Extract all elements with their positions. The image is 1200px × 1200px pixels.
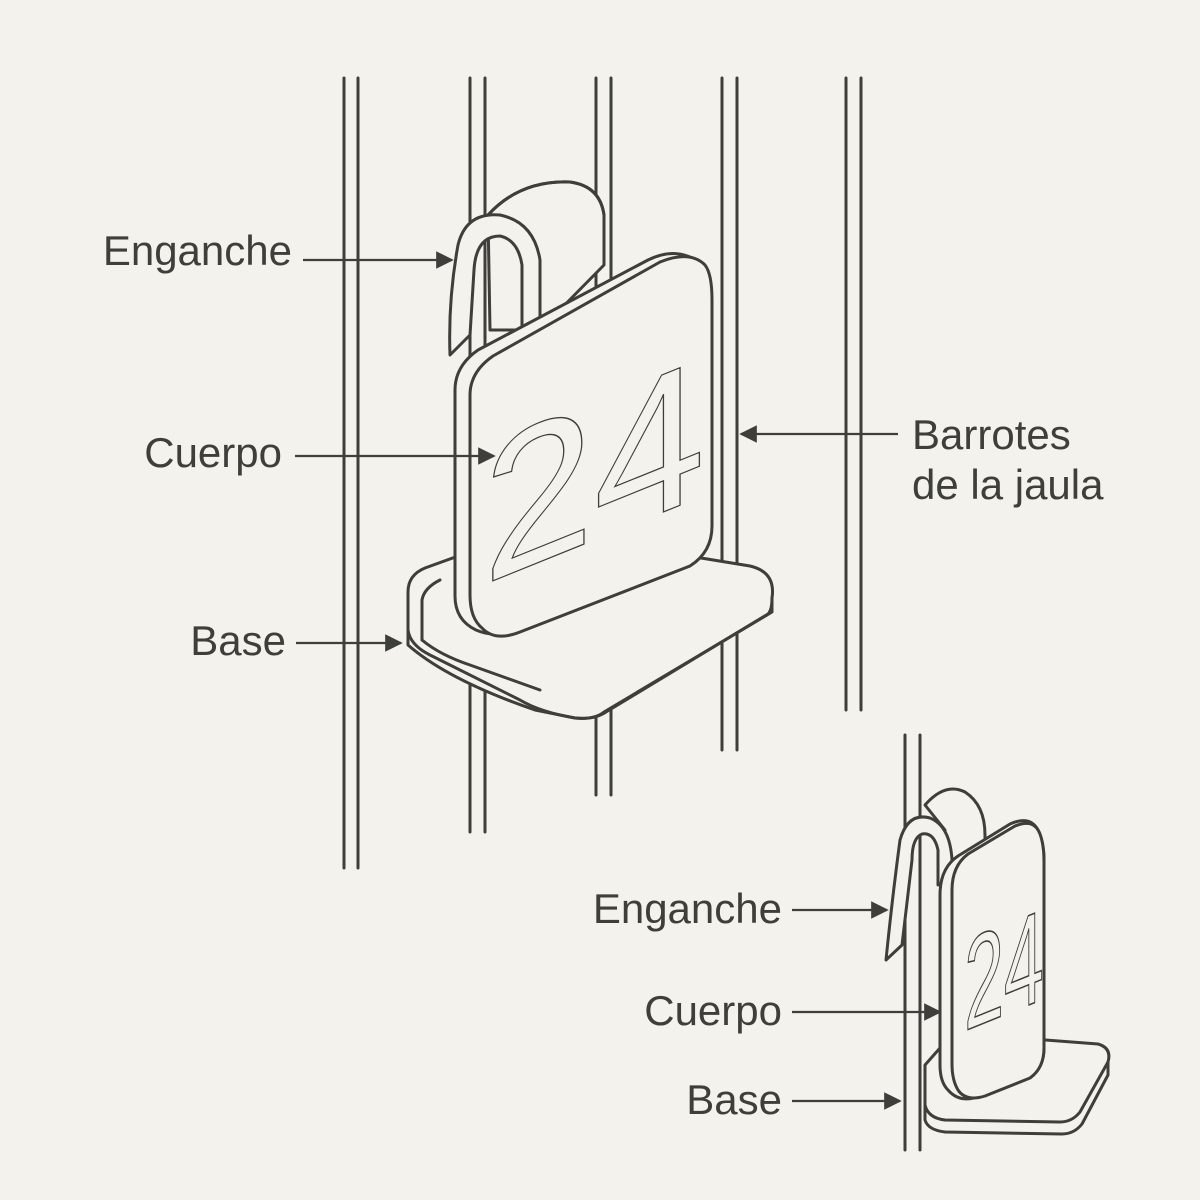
label-bars-line1: Barrotes bbox=[912, 411, 1071, 458]
side-body-plate bbox=[938, 819, 1046, 1101]
cage-bar bbox=[342, 76, 360, 870]
side-cage-bar bbox=[903, 733, 922, 1152]
label-bars-line2: de la jaula bbox=[912, 461, 1104, 508]
cage-bar bbox=[844, 76, 863, 712]
label-side-hook: Enganche bbox=[592, 885, 782, 932]
label-side-base: Base bbox=[686, 1076, 782, 1123]
body-plate bbox=[453, 252, 714, 638]
annotation-arrows bbox=[295, 251, 942, 1110]
hook-shape bbox=[448, 180, 606, 357]
label-side-body: Cuerpo bbox=[644, 987, 782, 1034]
plate-number: 24 bbox=[483, 315, 705, 628]
side-plate-number: 24 bbox=[964, 881, 1044, 1059]
label-base: Base bbox=[190, 617, 286, 664]
label-body: Cuerpo bbox=[144, 429, 282, 476]
label-hook: Enganche bbox=[102, 227, 292, 274]
